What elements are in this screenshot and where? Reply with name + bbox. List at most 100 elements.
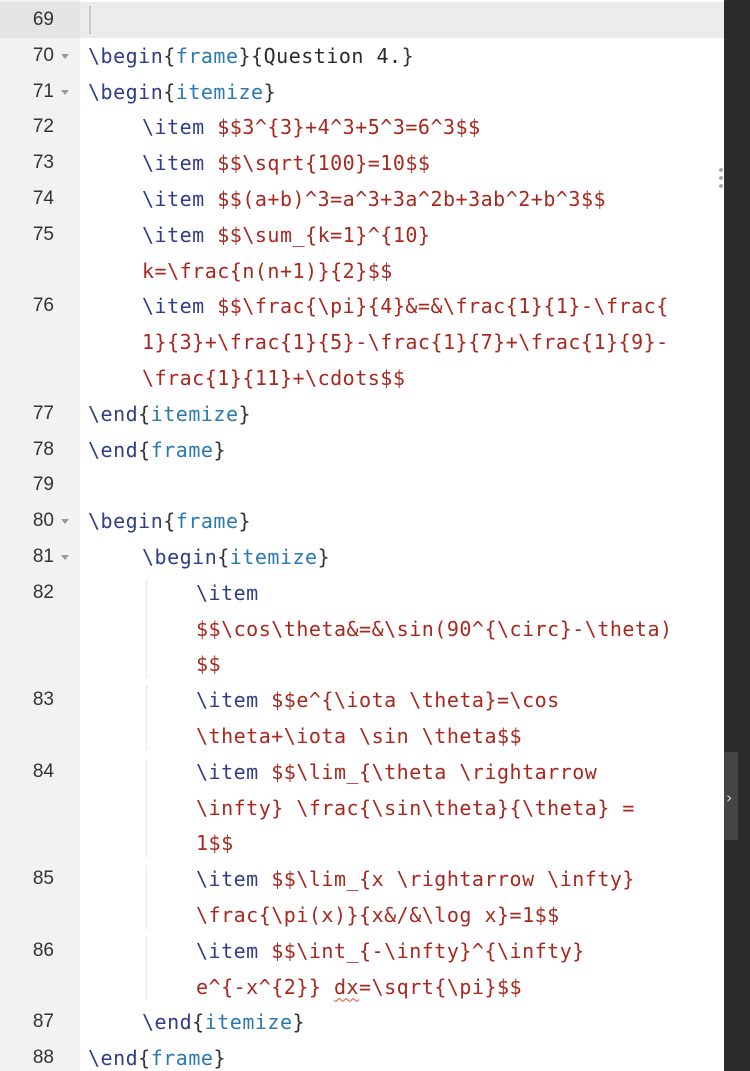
code-token: k=\frac{n(n+1)}{2}$$ <box>142 258 393 283</box>
code-token: \end <box>88 437 139 462</box>
code-token: { <box>138 437 151 462</box>
fold-triangle-icon[interactable] <box>61 53 69 59</box>
code-token: itemize <box>229 545 318 569</box>
code-line[interactable]: \begin{itemize} <box>142 539 330 575</box>
line-number: 82 <box>32 581 54 603</box>
code-token: } <box>401 43 415 68</box>
code-token: } <box>213 437 226 462</box>
line-number: 80 <box>32 510 54 532</box>
code-token: \item <box>142 115 205 140</box>
scrollbar-thumb[interactable] <box>724 752 738 840</box>
text-cursor <box>89 6 91 34</box>
fold-triangle-icon[interactable] <box>61 89 69 95</box>
code-token: $$3^{3}+4^3+5^3=6^3$$ <box>217 115 481 140</box>
line-number: 88 <box>32 1047 54 1069</box>
code-line[interactable]: \begin{frame}{Question 4.} <box>88 38 414 74</box>
line-number: 74 <box>32 188 54 209</box>
code-line[interactable]: k=\frac{n(n+1)}{2}$$ <box>142 253 393 289</box>
code-token: } <box>238 401 252 426</box>
code-token: frame <box>150 437 214 462</box>
line-number: 79 <box>32 474 54 496</box>
line-number-gutter <box>0 0 80 1071</box>
code-line[interactable]: \end{itemize} <box>142 1004 305 1040</box>
code-token: $$\lim_{x \rightarrow \infty} <box>271 867 635 892</box>
code-token: } <box>317 545 331 569</box>
code-token: } <box>292 1010 306 1035</box>
code-token: Question 4. <box>263 43 402 68</box>
fold-triangle-icon[interactable] <box>61 519 69 525</box>
code-token: $$\lim_{\theta \rightarrow <box>271 759 598 784</box>
line-number: 81 <box>32 546 54 567</box>
code-token: \end <box>88 1046 139 1071</box>
line-number: 87 <box>32 1011 54 1033</box>
code-editor[interactable]: \begin{frame}{Question 4.}\begin{itemize… <box>0 0 724 1071</box>
code-token: $$\int_{-\infty}^{\infty} <box>271 938 585 963</box>
code-line[interactable]: \end{itemize} <box>88 396 251 432</box>
code-token: \item <box>142 151 205 176</box>
code-token: $$\sum_{k=1}^{10} <box>217 222 431 247</box>
code-line[interactable]: \item $$\sqrt{100}=10$$ <box>142 145 430 181</box>
code-token: { <box>138 401 151 426</box>
code-token: { <box>163 509 176 534</box>
code-line[interactable]: \frac{\pi(x)}{x&/&\log x}=1$$ <box>196 897 560 933</box>
code-line[interactable]: $$ <box>196 646 221 682</box>
code-line[interactable]: e^{-x^{2}} dx=\sqrt{\pi}$$ <box>196 969 522 1005</box>
chevron-right-icon[interactable]: › <box>726 788 733 807</box>
code-token <box>205 187 218 211</box>
line-number: 71 <box>32 80 54 102</box>
code-token: }{ <box>238 43 264 68</box>
code-line[interactable]: \end{frame} <box>88 1040 226 1071</box>
code-line[interactable]: \theta+\iota \sin \theta$$ <box>196 718 522 754</box>
line-number: 84 <box>32 760 54 782</box>
spellcheck-squiggle: dx <box>333 974 360 999</box>
code-token: 1$$ <box>196 831 234 856</box>
line-number: 86 <box>32 939 54 961</box>
fold-triangle-icon[interactable] <box>61 555 69 560</box>
code-line[interactable]: \item $$\lim_{\theta \rightarrow <box>196 754 597 790</box>
code-token: $$ <box>196 652 222 677</box>
drag-handle-icon[interactable] <box>719 168 724 192</box>
code-line[interactable]: \item $$\frac{\pi}{4}&=&\frac{1}{1}-\fra… <box>142 288 669 324</box>
line-number: 76 <box>32 295 54 317</box>
code-line[interactable]: 1}{3}+\frac{1}{5}-\frac{1}{7}+\frac{1}{9… <box>142 324 669 360</box>
code-line[interactable]: \item $$\sum_{k=1}^{10} <box>142 217 430 253</box>
code-token <box>205 223 218 247</box>
code-token: frame <box>150 1046 214 1071</box>
code-line[interactable]: \begin{itemize} <box>88 74 276 110</box>
code-line[interactable]: \item $$(a+b)^3=a^3+3a^2b+3ab^2+b^3$$ <box>142 181 606 217</box>
code-line[interactable]: $$\cos\theta&=&\sin(90^{\circ}-\theta) <box>196 611 673 647</box>
code-line[interactable]: \item <box>196 575 259 611</box>
code-line[interactable]: \infty} \frac{\sin\theta}{\theta} = <box>196 790 635 826</box>
scrollbar-track[interactable] <box>724 0 750 1071</box>
line-number: 70 <box>32 44 54 66</box>
code-token <box>259 867 272 891</box>
code-token: } <box>263 79 277 104</box>
code-line[interactable]: \item $$3^{3}+4^3+5^3=6^3$$ <box>142 109 481 145</box>
code-line[interactable]: \frac{1}{11}+\cdots$$ <box>142 360 405 396</box>
code-token: \frac{\pi(x)}{x&/&\log x}=1$$ <box>196 903 560 927</box>
active-line-highlight <box>80 2 724 38</box>
code-token: \item <box>142 294 205 319</box>
code-token: { <box>163 43 176 68</box>
code-token: $$\frac{\pi}{4}&=&\frac{1}{1}-\frac{ <box>217 294 669 319</box>
code-line[interactable]: \end{frame} <box>88 432 226 468</box>
code-token: } <box>213 1046 226 1071</box>
code-token: \theta+\iota \sin \theta$$ <box>196 724 523 748</box>
code-line[interactable]: 1$$ <box>196 825 234 861</box>
code-token: =\sqrt{\pi}$$ <box>359 974 523 999</box>
code-line[interactable]: \begin{frame} <box>88 503 251 539</box>
code-token: frame <box>175 43 239 68</box>
code-line[interactable]: \item $$\int_{-\infty}^{\infty} <box>196 933 585 969</box>
code-line[interactable]: \item $$e^{\iota \theta}=\cos <box>196 682 560 718</box>
line-number: 72 <box>32 116 54 138</box>
line-number: 85 <box>32 868 54 890</box>
code-token: { <box>192 1010 205 1035</box>
code-token: } <box>238 509 252 534</box>
code-token: \item <box>196 580 259 605</box>
line-number: 69 <box>32 9 54 30</box>
line-number: 77 <box>32 402 54 424</box>
code-line[interactable]: \item $$\lim_{x \rightarrow \infty} <box>196 861 635 897</box>
code-token: itemize <box>150 401 239 426</box>
code-token <box>259 760 272 784</box>
code-token: itemize <box>204 1010 293 1035</box>
